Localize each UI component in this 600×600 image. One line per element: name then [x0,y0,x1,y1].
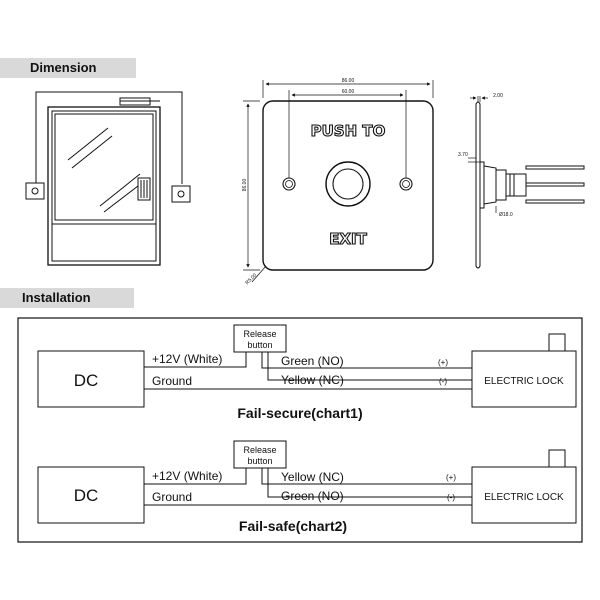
chart1-wire-upper-label: Green (NO) [281,354,344,368]
chart1-lock-terminal [548,333,566,352]
plate-text-exit: EXIT [329,230,367,248]
chart2-wire-upper [261,468,472,485]
screw-hole-left [282,177,296,191]
chart2-lock-terminal [548,449,566,468]
chart2-caption: Fail-safe(chart2) [239,518,347,534]
chart2-lock-box [471,466,577,524]
installation-section-header: Installation [0,288,134,308]
chart1-lock-box [471,350,577,408]
dim-height-label: 86.00 [242,179,248,192]
front-view-plate: 86.00 60.00 86.00 R5.00 PUSH TO EXIT [242,78,434,286]
chart1-wire-lower [267,352,472,381]
chart2-polarity-minus: (-) [447,493,455,502]
chart2-wire-lower-label: Green (NO) [281,489,344,503]
chart1-release-line1: Release [243,329,276,339]
chart2-polarity-plus: (+) [446,473,456,482]
dim-diameter-label: Ø18.0 [499,212,513,218]
chart1-wire-power-label: +12V (White) [152,352,222,366]
chart2-wire-lower [267,468,472,498]
chart2-wire-power [144,468,247,485]
chart1-dc-label: DC [74,371,99,390]
chart1-polarity-plus: (+) [438,358,448,367]
chart2-fail-safe: DC Release button ELECTRIC LOCK +12V (Wh… [37,440,577,534]
screw-hole-right [399,177,413,191]
chart2-dc-box [37,466,145,524]
installation-frame [17,317,583,543]
chart2-wire-power-label: +12V (White) [152,469,222,483]
chart2-dc-label: DC [74,486,99,505]
chart2-release-line1: Release [243,445,276,455]
chart1-wire-lower-label: Yellow (NC) [281,373,344,387]
dim-outer-width-label: 86.00 [342,78,355,84]
chart1-caption: Fail-secure(chart1) [237,405,362,421]
chart1-wire-upper [261,352,472,369]
plate-text-push-to: PUSH TO [311,122,386,140]
chart1-wire-ground-label: Ground [152,374,192,388]
chart2-wire-ground-label: Ground [152,490,192,504]
chart2-lock-label: ELECTRIC LOCK [484,492,564,503]
chart1-release-line2: button [247,340,272,350]
dimension-section-header: Dimension [0,58,136,78]
chart1-wire-power [144,352,247,368]
chart1-fail-secure: DC Release button ELECTRIC LOCK +12V (Wh… [37,324,577,421]
chart2-wire-upper-label: Yellow (NC) [281,470,344,484]
chart1-polarity-minus: (-) [439,377,447,386]
push-button-inner [332,168,364,200]
chart2-release-line2: button [247,456,272,466]
dim-hole-spacing-label: 60.00 [342,89,355,95]
dim-thickness-label: 2.00 [493,93,503,99]
dim-depth-label: 3.70 [458,152,468,158]
chart2-release-button-box [233,440,287,469]
push-button-outer [325,161,371,207]
door-illustration [25,91,191,266]
side-view: 2.00 3.70 Ø18.0 [458,93,585,269]
dim-corner-label: R5.00 [244,272,258,286]
chart1-dc-box [37,350,145,408]
chart1-lock-label: ELECTRIC LOCK [484,376,564,387]
chart1-release-button-box [233,324,287,353]
